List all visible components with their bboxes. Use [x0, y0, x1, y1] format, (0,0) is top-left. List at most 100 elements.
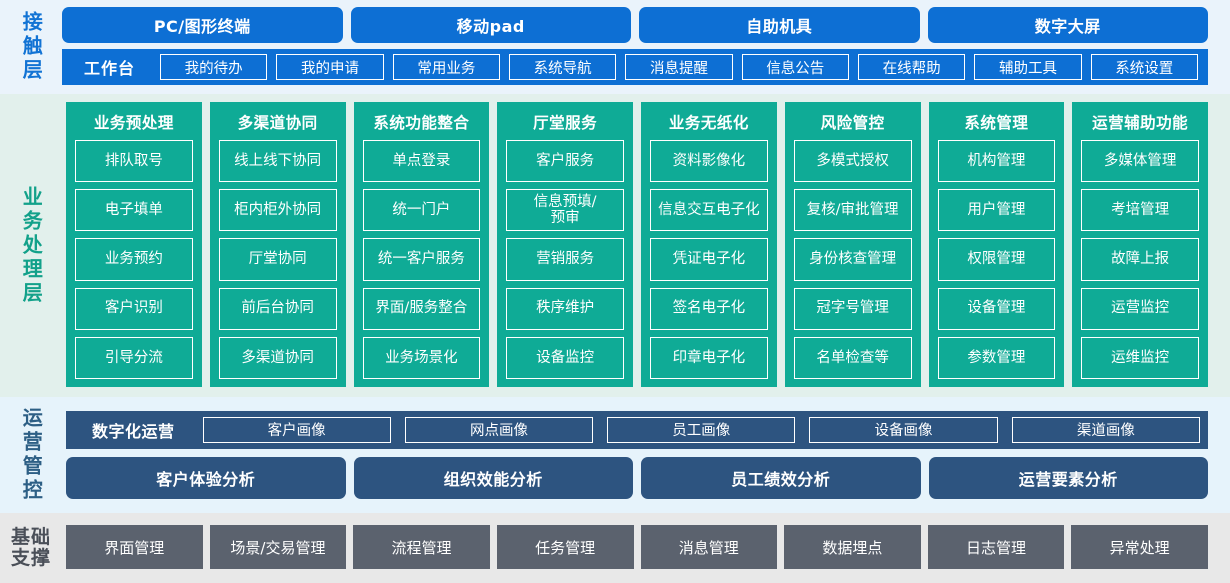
workbench-item-message-alert[interactable]: 消息提醒 [625, 54, 733, 80]
business-item[interactable]: 客户识别 [75, 287, 193, 330]
business-column-items: 排队取号 电子填单 业务预约 客户识别 引导分流 [75, 140, 193, 380]
channel-chip-mobile-pad[interactable]: 移动pad [350, 7, 631, 43]
business-column-operation-support: 运营辅助功能 多媒体管理 考培管理 故障上报 运营监控 运维监控 [1072, 102, 1208, 387]
business-item[interactable]: 统一门户 [362, 189, 481, 232]
business-item[interactable]: 凭证电子化 [650, 238, 768, 281]
business-item[interactable]: 参数管理 [937, 336, 1056, 380]
operations-layer-label-text: 运营管控 [19, 407, 44, 503]
channel-chip-self-service[interactable]: 自助机具 [639, 7, 920, 43]
business-item[interactable]: 用户管理 [937, 189, 1056, 232]
business-item[interactable]: 厅堂协同 [218, 238, 337, 281]
workbench-item-common-business[interactable]: 常用业务 [392, 54, 500, 80]
business-item[interactable]: 权限管理 [937, 238, 1056, 281]
business-item[interactable]: 设备管理 [937, 287, 1056, 330]
business-column-items: 多媒体管理 考培管理 故障上报 运营监控 运维监控 [1081, 140, 1199, 380]
business-column-items: 资料影像化 信息交互电子化 凭证电子化 签名电子化 印章电子化 [650, 140, 768, 380]
business-item[interactable]: 柜内柜外协同 [218, 189, 337, 232]
business-column-title: 厅堂服务 [533, 114, 598, 132]
business-item[interactable]: 业务场景化 [362, 336, 481, 380]
portrait-item-branch[interactable]: 网点画像 [404, 416, 594, 443]
business-item[interactable]: 信息预填/ 预审 [506, 189, 624, 232]
workbench-item-my-todo[interactable]: 我的待办 [160, 54, 268, 80]
business-item[interactable]: 身份核查管理 [793, 238, 912, 281]
business-column-title: 风险管控 [820, 114, 885, 132]
business-item[interactable]: 引导分流 [75, 336, 193, 380]
analysis-item-operation-factors[interactable]: 运营要素分析 [928, 456, 1208, 499]
business-item[interactable]: 印章电子化 [650, 336, 768, 380]
channel-row: PC/图形终端 移动pad 自助机具 数字大屏 [62, 7, 1208, 43]
business-item[interactable]: 界面/服务整合 [362, 287, 481, 330]
business-item[interactable]: 排队取号 [75, 140, 193, 183]
base-item-ui-management[interactable]: 界面管理 [66, 525, 203, 569]
base-item-process-management[interactable]: 流程管理 [353, 525, 490, 569]
business-item[interactable]: 前后台协同 [218, 287, 337, 330]
portrait-item-employee[interactable]: 员工画像 [607, 416, 796, 443]
workbench-item-system-navigation[interactable]: 系统导航 [509, 54, 617, 80]
business-item[interactable]: 故障上报 [1081, 238, 1199, 281]
base-item-message-management[interactable]: 消息管理 [640, 525, 778, 569]
business-item[interactable]: 业务预约 [75, 238, 193, 281]
business-layer-body: 业务预处理 排队取号 电子填单 业务预约 客户识别 引导分流 多渠道协同 线上线… [62, 94, 1230, 397]
base-item-log-management[interactable]: 日志管理 [927, 525, 1065, 569]
business-item[interactable]: 考培管理 [1081, 189, 1199, 232]
business-column-title: 业务预处理 [93, 114, 174, 132]
base-layer-label-line2: 支撑 [10, 547, 51, 569]
business-item[interactable]: 统一客户服务 [362, 238, 481, 281]
workbench-item-my-application[interactable]: 我的申请 [276, 54, 384, 80]
business-column-items: 单点登录 统一门户 统一客户服务 界面/服务整合 业务场景化 [362, 140, 481, 380]
business-column-title: 多渠道协同 [237, 114, 318, 132]
business-column-title: 系统管理 [964, 114, 1029, 132]
business-item[interactable]: 秩序维护 [506, 287, 624, 330]
business-column-items: 机构管理 用户管理 权限管理 设备管理 参数管理 [937, 140, 1056, 380]
portrait-item-channel[interactable]: 渠道画像 [1011, 416, 1200, 443]
portrait-item-device[interactable]: 设备画像 [809, 416, 998, 443]
business-column-system-management: 系统管理 机构管理 用户管理 权限管理 设备管理 参数管理 [928, 102, 1065, 387]
business-item[interactable]: 信息交互电子化 [650, 189, 768, 232]
business-item[interactable]: 冠字号管理 [793, 287, 912, 330]
base-support-layer: 基础 支撑 界面管理 场景/交易管理 流程管理 任务管理 消息管理 数据埋点 日… [0, 513, 1230, 583]
business-item[interactable]: 电子填单 [75, 189, 193, 232]
business-item[interactable]: 机构管理 [937, 140, 1056, 183]
business-item[interactable]: 单点登录 [362, 140, 481, 183]
base-layer-body: 界面管理 场景/交易管理 流程管理 任务管理 消息管理 数据埋点 日志管理 异常… [62, 513, 1230, 583]
business-column-preprocessing: 业务预处理 排队取号 电子填单 业务预约 客户识别 引导分流 [66, 102, 202, 387]
business-item[interactable]: 名单检查等 [793, 336, 912, 380]
business-column-system-integration: 系统功能整合 单点登录 统一门户 统一客户服务 界面/服务整合 业务场景化 [353, 102, 490, 387]
business-item[interactable]: 运营监控 [1081, 287, 1199, 330]
workbench-item-auxiliary-tools[interactable]: 辅助工具 [974, 54, 1082, 80]
channel-chip-pc[interactable]: PC/图形终端 [62, 7, 343, 43]
analysis-item-organization-efficiency[interactable]: 组织效能分析 [353, 456, 633, 499]
business-column-items: 线上线下协同 柜内柜外协同 厅堂协同 前后台协同 多渠道协同 [218, 140, 337, 380]
business-column-lobby-service: 厅堂服务 客户服务 信息预填/ 预审 营销服务 秩序维护 设备监控 [497, 102, 633, 387]
portrait-item-customer[interactable]: 客户画像 [202, 416, 391, 443]
business-item[interactable]: 签名电子化 [650, 287, 768, 330]
business-item[interactable]: 多模式授权 [793, 140, 912, 183]
business-item[interactable]: 资料影像化 [650, 140, 768, 183]
channel-chip-digital-screen[interactable]: 数字大屏 [927, 7, 1208, 43]
contact-layer-label: 接触层 [0, 0, 62, 94]
business-item[interactable]: 客户服务 [506, 140, 624, 183]
business-item[interactable]: 营销服务 [506, 238, 624, 281]
contact-layer-label-text: 接触层 [19, 11, 44, 83]
business-item[interactable]: 运维监控 [1081, 336, 1199, 380]
operations-layer-body: 数字化运营 客户画像 网点画像 员工画像 设备画像 渠道画像 客户体验分析 组织… [62, 397, 1230, 513]
business-item[interactable]: 多媒体管理 [1081, 140, 1199, 183]
business-columns: 业务预处理 排队取号 电子填单 业务预约 客户识别 引导分流 多渠道协同 线上线… [66, 102, 1208, 387]
base-layer-label: 基础 支撑 [0, 513, 62, 583]
business-column-multichannel: 多渠道协同 线上线下协同 柜内柜外协同 厅堂协同 前后台协同 多渠道协同 [209, 102, 346, 387]
workbench-item-information-bulletin[interactable]: 信息公告 [741, 54, 849, 80]
workbench-item-online-help[interactable]: 在线帮助 [857, 54, 966, 80]
base-item-data-tracking[interactable]: 数据埋点 [784, 525, 921, 569]
analysis-item-employee-performance[interactable]: 员工绩效分析 [641, 456, 921, 499]
analysis-row: 客户体验分析 组织效能分析 员工绩效分析 运营要素分析 [66, 456, 1208, 499]
business-item[interactable]: 复核/审批管理 [793, 189, 912, 232]
base-item-exception-handling[interactable]: 异常处理 [1071, 525, 1208, 569]
business-column-title: 运营辅助功能 [1092, 114, 1189, 132]
business-item[interactable]: 线上线下协同 [218, 140, 337, 183]
workbench-item-system-settings[interactable]: 系统设置 [1090, 54, 1198, 80]
base-item-task-management[interactable]: 任务管理 [496, 525, 634, 569]
analysis-item-customer-experience[interactable]: 客户体验分析 [66, 456, 346, 499]
base-item-scenario-transaction-management[interactable]: 场景/交易管理 [209, 525, 347, 569]
business-item[interactable]: 多渠道协同 [218, 336, 337, 380]
business-item[interactable]: 设备监控 [506, 336, 624, 380]
